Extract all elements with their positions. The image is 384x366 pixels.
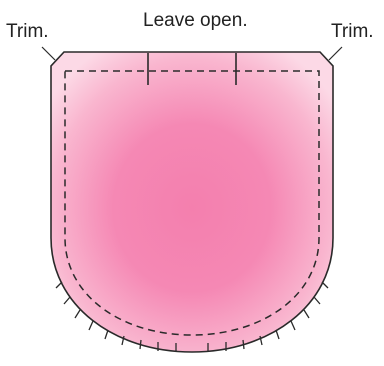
clip-mark (304, 310, 309, 318)
trim-leader-right (329, 47, 342, 60)
clip-mark (276, 330, 279, 339)
clip-mark (64, 297, 70, 304)
clip-mark (314, 297, 320, 304)
clip-mark (322, 282, 328, 288)
leave-open-label: Leave open. (143, 11, 248, 30)
clip-mark (89, 321, 93, 330)
clip-mark (291, 321, 295, 330)
clip-mark (75, 310, 80, 318)
pocket-outline (51, 52, 333, 352)
trim-label-right: Trim. (331, 22, 374, 41)
trim-leader-left (42, 47, 55, 60)
clip-mark (56, 282, 62, 288)
trim-label-left: Trim. (6, 22, 49, 41)
clip-mark (105, 330, 108, 339)
